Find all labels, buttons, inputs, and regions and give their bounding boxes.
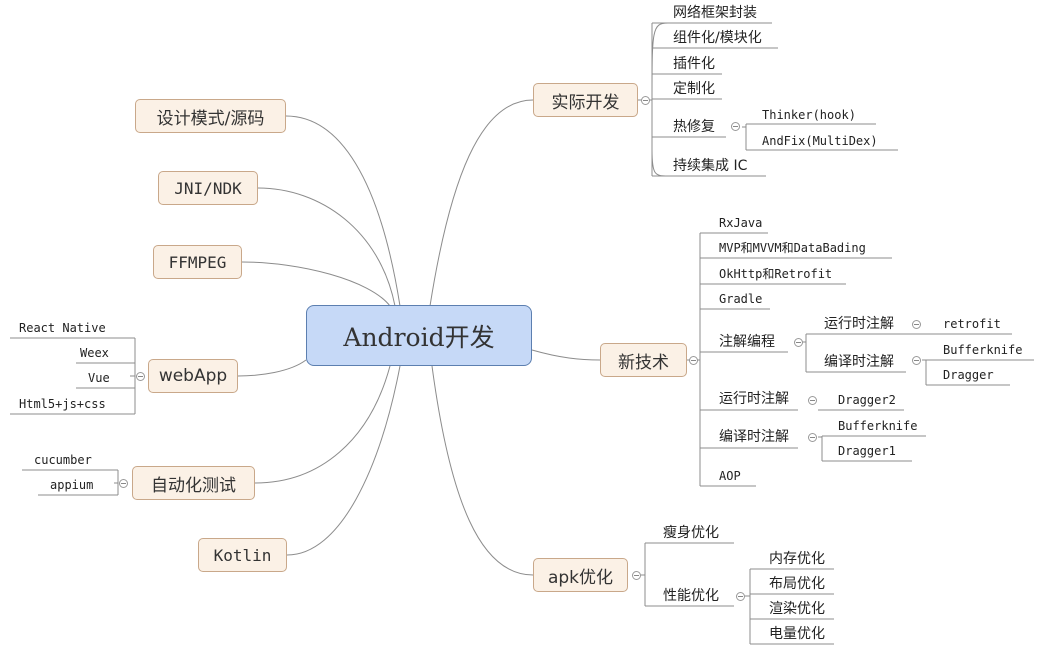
node-shiji-item[interactable]: 组件化/模块化: [673, 30, 762, 46]
node-perf-item[interactable]: 渲染优化: [769, 601, 825, 617]
node-kotlin[interactable]: Kotlin: [198, 538, 287, 572]
node-xinjishu-item[interactable]: AOP: [719, 469, 741, 483]
collapse-toggle-shiji[interactable]: [641, 96, 650, 105]
node-perf-item[interactable]: 内存优化: [769, 551, 825, 567]
node-shiji-item[interactable]: 持续集成 IC: [673, 158, 748, 174]
node-apk-slim[interactable]: 瘦身优化: [663, 525, 719, 541]
node-xinjishu-item[interactable]: 注解编程: [719, 334, 775, 350]
collapse-toggle-perf[interactable]: [736, 592, 745, 601]
node-webapp-item[interactable]: Weex: [80, 346, 109, 360]
collapse-toggle-annotation[interactable]: [794, 338, 803, 347]
node-apk-perf[interactable]: 性能优化: [663, 588, 719, 604]
collapse-toggle-apk[interactable]: [632, 571, 641, 580]
node-design[interactable]: 设计模式/源码: [135, 99, 286, 133]
node-webapp[interactable]: webApp: [148, 359, 238, 393]
node-xinjishu-item[interactable]: 编译时注解: [719, 429, 789, 445]
node-xinjishu-item[interactable]: Gradle: [719, 292, 763, 306]
node-anno-runtime-lib[interactable]: retrofit: [943, 317, 1001, 331]
node-apk[interactable]: apk优化: [533, 558, 628, 592]
collapse-toggle-autotest[interactable]: [119, 479, 128, 488]
collapse-toggle-anno-compile[interactable]: [912, 356, 921, 365]
node-shiji-item[interactable]: 热修复: [673, 119, 715, 135]
node-jni[interactable]: JNI/NDK: [158, 171, 258, 205]
node-xinjishu-item[interactable]: MVP和MVVM和DataBading: [719, 241, 866, 255]
node-compile-lib[interactable]: Bufferknife: [838, 419, 918, 433]
collapse-toggle-xinjishu[interactable]: [689, 356, 698, 365]
collapse-toggle-runtime[interactable]: [808, 396, 817, 405]
node-xinjishu[interactable]: 新技术: [600, 343, 687, 377]
node-webapp-item[interactable]: React Native: [19, 321, 106, 335]
node-xinjishu-item[interactable]: RxJava: [719, 216, 763, 230]
root-node[interactable]: Android开发: [306, 305, 532, 366]
node-runtime-lib[interactable]: Dragger2: [838, 393, 896, 407]
node-shiji[interactable]: 实际开发: [533, 83, 638, 117]
node-ffmpeg[interactable]: FFMPEG: [153, 245, 242, 279]
node-shiji-item[interactable]: 定制化: [673, 81, 715, 97]
node-webapp-item[interactable]: Html5+js+css: [19, 397, 106, 411]
collapse-toggle-compile[interactable]: [808, 433, 817, 442]
node-anno-compile[interactable]: 编译时注解: [824, 354, 894, 370]
collapse-toggle-webapp[interactable]: [136, 372, 145, 381]
node-hotfix-item[interactable]: Thinker(hook): [762, 108, 856, 122]
node-xinjishu-item[interactable]: 运行时注解: [719, 391, 789, 407]
node-hotfix-item[interactable]: AndFix(MultiDex): [762, 134, 878, 148]
node-anno-compile-lib[interactable]: Dragger: [943, 368, 994, 382]
node-anno-runtime[interactable]: 运行时注解: [824, 316, 894, 332]
node-anno-compile-lib[interactable]: Bufferknife: [943, 343, 1023, 357]
node-perf-item[interactable]: 电量优化: [769, 626, 825, 642]
node-autotest-item[interactable]: appium: [50, 478, 94, 492]
node-webapp-item[interactable]: Vue: [88, 371, 110, 385]
node-autotest-item[interactable]: cucumber: [34, 453, 92, 467]
node-shiji-item[interactable]: 插件化: [673, 56, 715, 72]
node-xinjishu-item[interactable]: OkHttp和Retrofit: [719, 267, 833, 281]
collapse-toggle-hotfix[interactable]: [731, 122, 740, 131]
node-perf-item[interactable]: 布局优化: [769, 576, 825, 592]
node-shiji-item[interactable]: 网络框架封装: [673, 5, 757, 21]
collapse-toggle-anno-runtime[interactable]: [912, 320, 921, 329]
node-autotest[interactable]: 自动化测试: [132, 466, 255, 500]
node-compile-lib[interactable]: Dragger1: [838, 444, 896, 458]
